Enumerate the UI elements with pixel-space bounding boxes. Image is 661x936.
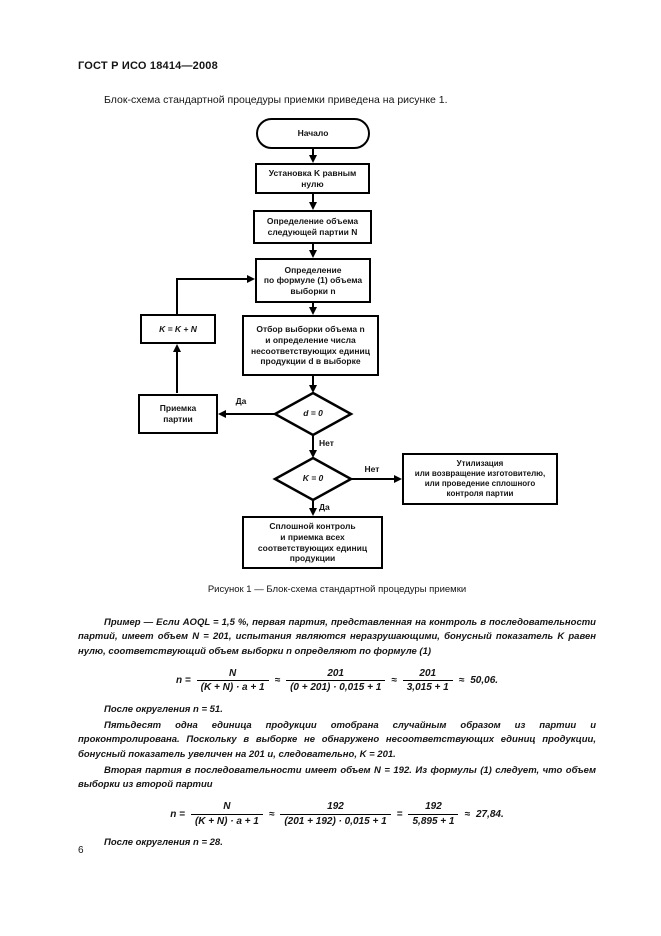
arrow-dcheck-no-to-kcheck xyxy=(309,436,317,458)
example-paragraph-2: После округления n = 51. xyxy=(104,703,223,715)
full-inspection-node: Сплошной контроль и приемка всех соответ… xyxy=(242,516,383,569)
arrow-dcheck-yes-to-accept xyxy=(218,410,275,418)
disposal-node: Утилизация или возвращение изготовителю,… xyxy=(402,453,558,505)
accept-lot-node: Приемка партии xyxy=(138,394,218,434)
arrow-setk-to-definen xyxy=(309,194,317,210)
formula2-sep-2: = xyxy=(396,808,403,820)
d-check-label: d = 0 xyxy=(303,408,323,418)
formula2-fraction-1: N (K + N) · a + 1 xyxy=(190,800,263,828)
formula-2: n = N (K + N) · a + 1 ≈ 192 (201 + 192) … xyxy=(78,800,596,828)
start-node: Начало xyxy=(256,118,370,149)
formula1-sep-3: ≈ xyxy=(458,675,465,687)
formula1-lhs: n = xyxy=(175,675,191,687)
arrow-start-to-setk xyxy=(309,147,317,163)
decision-diamond-k xyxy=(272,456,354,502)
edge-label-yes-1: Да xyxy=(235,396,247,406)
arrow-accept-to-kupdate xyxy=(173,344,181,393)
standard-number-header: ГОСТ Р ИСО 18414—2008 xyxy=(78,60,218,72)
arrow-computen-to-sample xyxy=(309,303,317,315)
define-lot-size-node: Определение объема следующей партии N xyxy=(253,210,372,244)
compute-sample-size-node: Определение по формуле (1) объема выборк… xyxy=(255,258,371,303)
set-k-zero-node: Установка K равным нулю xyxy=(255,163,370,194)
example-paragraph-5: После округления n = 28. xyxy=(104,837,223,849)
page-number: 6 xyxy=(78,845,84,856)
take-sample-node: Отбор выборки объема n и определение чис… xyxy=(242,315,379,376)
decision-diamond-d xyxy=(272,391,354,437)
formula-1: n = N (K + N) · a + 1 ≈ 201 (0 + 201) · … xyxy=(78,667,596,695)
edge-label-no-1: Нет xyxy=(319,438,334,448)
intro-paragraph: Блок-схема стандартной процедуры приемки… xyxy=(104,94,448,106)
figure-caption: Рисунок 1 — Блок-схема стандартной проце… xyxy=(207,584,467,595)
formula2-result: 27,84. xyxy=(475,808,504,820)
example-paragraph-3: Пятьдесят одна единица продукции отобран… xyxy=(78,720,596,760)
k-update-node: K = K + N xyxy=(140,314,216,344)
formula2-lhs: n = xyxy=(170,808,185,820)
edge-label-yes-2: Да xyxy=(319,502,330,512)
formula2-sep-1: ≈ xyxy=(268,808,275,820)
example-paragraph-4: Вторая партия в последовательности имеет… xyxy=(78,764,596,790)
formula2-sep-3: ≈ xyxy=(464,808,470,820)
formula1-fraction-3: 201 3,015 + 1 xyxy=(402,667,453,695)
formula1-fraction-1: N (K + N) · a + 1 xyxy=(196,667,269,695)
arrow-kupdate-to-computen xyxy=(176,275,255,314)
formula2-fraction-3: 192 5,895 + 1 xyxy=(408,800,459,828)
example-paragraph-1: Пример — Если AOQL = 1,5 %, первая парти… xyxy=(78,617,596,657)
arrow-kcheck-yes-to-full xyxy=(309,501,317,516)
formula1-sep-2: ≈ xyxy=(391,675,397,687)
formula1-result: 50,06. xyxy=(470,675,499,687)
k-check-label: K = 0 xyxy=(302,473,324,483)
formula1-sep-1: ≈ xyxy=(274,675,281,687)
example-block: Пример — Если AOQL = 1,5 %, первая парти… xyxy=(78,616,596,853)
arrow-sample-to-dcheck xyxy=(309,376,317,393)
arrow-kcheck-no-to-disposal xyxy=(351,475,402,483)
edge-label-no-2: Нет xyxy=(364,464,380,474)
formula2-fraction-2: 192 (201 + 192) · 0,015 + 1 xyxy=(280,800,391,828)
arrow-definen-to-computen xyxy=(309,244,317,258)
formula1-fraction-2: 201 (0 + 201) · 0,015 + 1 xyxy=(286,667,386,695)
